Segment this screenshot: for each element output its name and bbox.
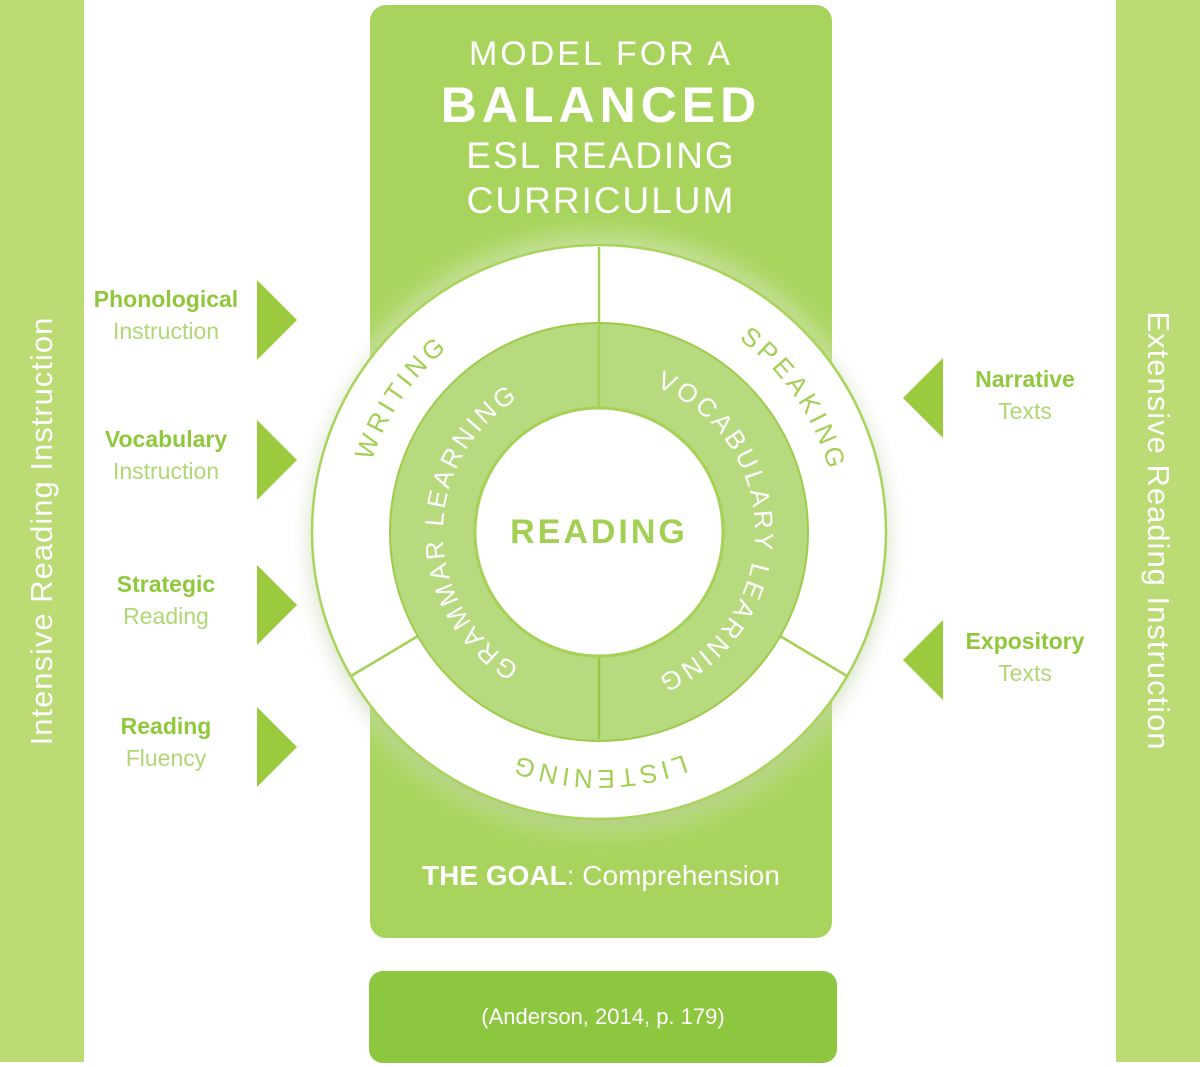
arrow-right-icon [257,420,297,500]
feature-subtitle: Reading [123,603,209,629]
feature-subtitle: Texts [998,660,1052,686]
reading-label: READING [510,513,688,551]
title-line-3: ESL READING [466,135,736,176]
intensive-reading-bar: Intensive Reading Instruction [0,0,84,1062]
title-line-1: MODEL FOR A [468,35,734,73]
goal-value: : Comprehension [566,860,780,891]
arrow-right-icon [257,707,297,787]
feature-title: Reading [120,713,212,739]
citation-text: (Anderson, 2014, p. 179) [481,1004,725,1029]
feature-title: Vocabulary [104,426,228,452]
feature-vocabulary-instruction: Vocabulary Instruction [80,423,252,487]
center-circle [473,406,725,658]
feature-subtitle: Instruction [112,318,220,344]
arrow-right-icon [257,565,297,645]
citation-box: (Anderson, 2014, p. 179) [369,971,837,1063]
arrow-left-icon [903,620,943,700]
goal-statement: THE GOAL: Comprehension [370,860,832,892]
feature-subtitle: Instruction [112,458,220,484]
goal-label: THE GOAL [422,860,567,891]
feature-strategic-reading: Strategic Reading [80,568,252,632]
feature-title: Narrative [975,366,1075,392]
outer-divider-lower-right [779,634,848,678]
extensive-reading-bar: Extensive Reading Instruction [1116,0,1200,1062]
arrow-left-icon [903,358,943,438]
title-line-2: BALANCED [440,77,762,133]
reading-wheel: WRITING SPEAKING LISTENING GRAMMAR LEARN… [310,243,888,821]
feature-expository-texts: Expository Texts [945,625,1105,689]
feature-phonological-instruction: Phonological Instruction [80,283,252,347]
arrow-right-icon [257,280,297,360]
feature-title: Strategic [116,571,216,597]
feature-subtitle: Texts [998,398,1052,424]
intensive-reading-label: Intensive Reading Instruction [24,316,59,746]
title-line-4: CURRICULUM [466,180,736,221]
outer-divider-lower-left [350,634,419,678]
feature-reading-fluency: Reading Fluency [80,710,252,774]
extensive-reading-label: Extensive Reading Instruction [1141,311,1176,751]
feature-narrative-texts: Narrative Texts [945,363,1105,427]
feature-subtitle: Fluency [125,745,207,771]
diagram-title: MODEL FOR A BALANCED ESL READING CURRICU… [370,5,832,223]
feature-title: Expository [965,628,1085,654]
feature-title: Phonological [93,286,239,312]
